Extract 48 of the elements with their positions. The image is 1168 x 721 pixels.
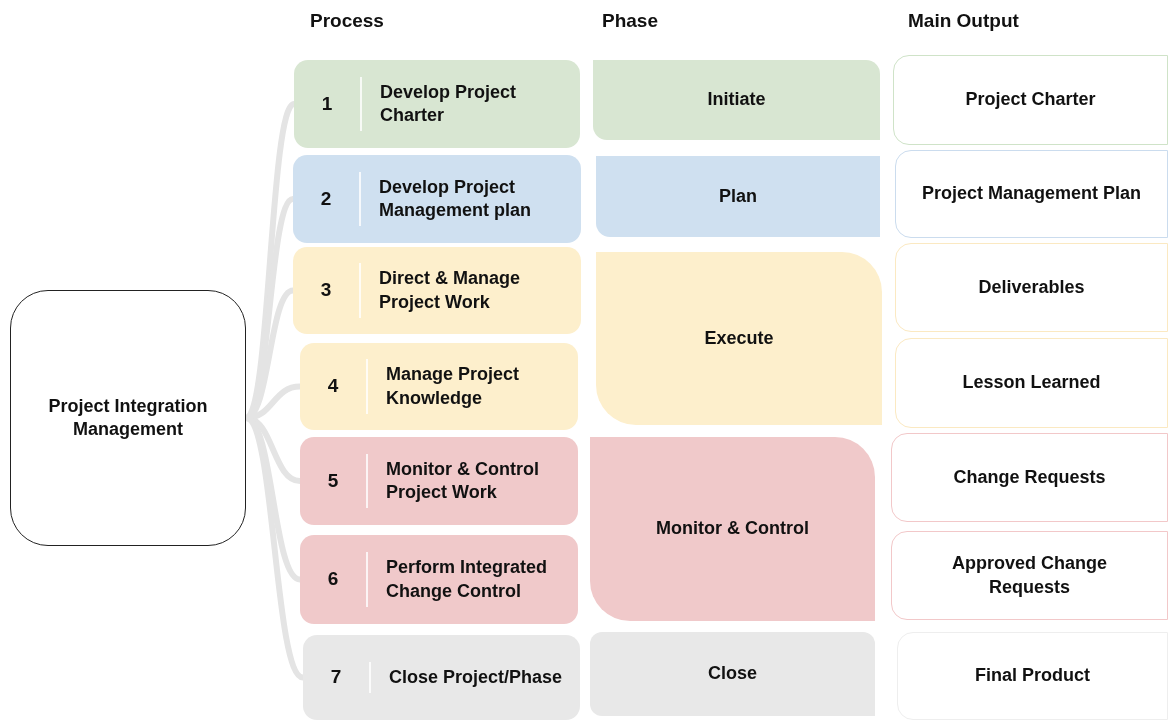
phase-band [596,156,880,237]
process-name: Monitor & Control Project Work [366,453,578,509]
output-name: Project Management Plan [920,182,1143,206]
output-box [893,55,1168,145]
output-box [895,150,1168,238]
topic-title: Project Integration Management [47,394,209,441]
step-number: 6 [326,567,340,592]
output-name: Approved Change Requests [951,552,1108,599]
process-name: Close Project/Phase [369,661,563,694]
process-box [300,535,578,624]
column-header: Phase [602,10,658,32]
phase-name: Initiate [706,88,767,112]
process-box [300,437,578,525]
phase-name: Execute [703,326,775,350]
phase-name: Monitor & Control [655,517,810,541]
output-box [891,531,1168,620]
process-box [293,155,581,243]
process-name: Perform Integrated Change Control [366,552,578,607]
step-number: 4 [326,374,340,399]
output-name: Final Product [974,664,1091,688]
phase-band [590,437,875,621]
step-number: 2 [319,186,333,211]
step-number: 3 [319,278,333,303]
step-number: 7 [329,665,343,690]
output-name: Project Charter [964,88,1097,112]
phase-band [596,252,882,425]
process-name: Manage Project Knowledge [366,359,578,414]
process-box [300,343,578,430]
step-number: 5 [326,468,340,493]
process-name: Direct & Manage Project Work [359,263,581,318]
output-name: Change Requests [952,465,1107,489]
output-box [891,433,1168,522]
output-box [895,338,1168,428]
output-name: Deliverables [977,275,1086,299]
step-number: 1 [320,91,334,116]
process-box [294,60,580,148]
output-box [895,243,1168,332]
process-name: Develop Project Management plan [359,171,581,227]
phase-name: Plan [718,184,758,208]
topic-box [10,290,246,546]
column-header: Main Output [908,10,1019,32]
process-name: Develop Project Charter [360,76,580,132]
output-name: Lesson Learned [961,371,1102,395]
phase-band [593,60,880,140]
phase-name: Close [707,662,758,686]
column-header: Process [310,10,384,32]
process-box [303,635,580,720]
process-box [293,247,581,334]
